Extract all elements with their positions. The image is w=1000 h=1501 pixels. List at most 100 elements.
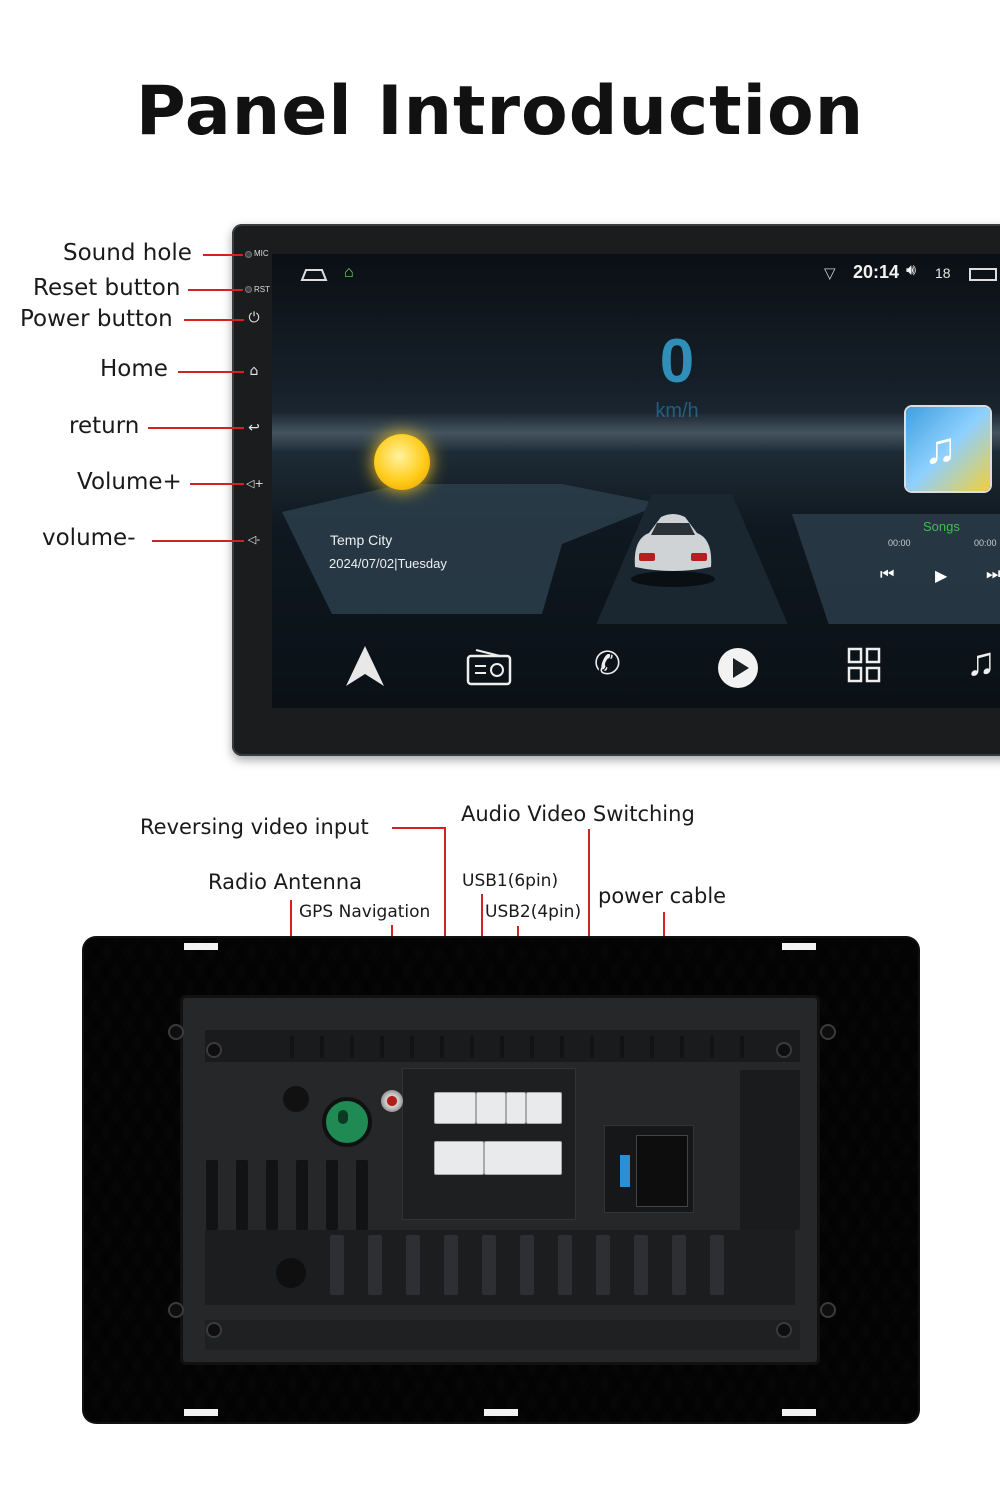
av-connector-left[interactable] bbox=[434, 1141, 484, 1175]
mount-screw bbox=[776, 1042, 792, 1058]
mount-screw bbox=[206, 1042, 222, 1058]
bottom-rail bbox=[205, 1320, 800, 1350]
mount-notch bbox=[184, 943, 218, 950]
home-icon[interactable]: ⌂ bbox=[249, 363, 259, 379]
music-elapsed: 00:00 bbox=[888, 538, 911, 548]
volume-down-icon[interactable]: ◁- bbox=[247, 533, 261, 546]
label-reversing-video-input: Reversing video input bbox=[140, 815, 369, 839]
vent-rib bbox=[440, 1036, 444, 1058]
vent-rib bbox=[500, 1036, 504, 1058]
play-pause-icon[interactable]: ▶ bbox=[935, 568, 948, 585]
touch-screen[interactable]: ⌂ ▽ 20:14 🔊︎ 18 0 km/h Temp City 2024/07… bbox=[272, 254, 1000, 708]
mic-label: MIC bbox=[254, 249, 269, 258]
label-audio-video-switching: Audio Video Switching bbox=[461, 802, 695, 826]
car-image bbox=[631, 514, 715, 587]
label-power-cable: power cable bbox=[598, 884, 727, 908]
vent-rib bbox=[710, 1036, 714, 1058]
wifi-icon: ▽ bbox=[824, 265, 836, 282]
vent-rib bbox=[380, 1036, 384, 1058]
vent-rib bbox=[560, 1036, 564, 1058]
label-power-button: Power button bbox=[20, 306, 173, 332]
usb2-connector[interactable] bbox=[506, 1092, 526, 1124]
return-icon[interactable]: ↩ bbox=[248, 420, 260, 436]
label-gps-navigation: GPS Navigation bbox=[299, 902, 431, 922]
mount-screw bbox=[820, 1302, 836, 1318]
reset-hole[interactable] bbox=[245, 286, 252, 293]
heatsink-fin bbox=[236, 1160, 248, 1230]
mount-screw bbox=[206, 1322, 222, 1338]
weekday: Tuesday bbox=[397, 556, 447, 571]
recent-apps-icon[interactable] bbox=[300, 266, 328, 284]
navigation-icon[interactable] bbox=[344, 644, 386, 688]
volume-up-icon[interactable]: ◁+ bbox=[246, 477, 264, 490]
label-volume-up: Volume+ bbox=[77, 469, 182, 495]
heatsink-fin bbox=[296, 1160, 308, 1230]
sun-weather-icon bbox=[374, 434, 430, 490]
vent-slot bbox=[520, 1235, 534, 1295]
vent-rib bbox=[530, 1036, 534, 1058]
reversing-video-connector[interactable] bbox=[434, 1092, 476, 1124]
audio-video-switching-connector[interactable] bbox=[484, 1141, 562, 1175]
vent-slot bbox=[634, 1235, 648, 1295]
vent-rib bbox=[620, 1036, 624, 1058]
power-cable-connector[interactable] bbox=[636, 1135, 688, 1207]
vent-slot bbox=[368, 1235, 382, 1295]
radio-icon[interactable] bbox=[466, 648, 512, 686]
mount-notch bbox=[484, 1409, 518, 1416]
page-title: Panel Introduction bbox=[135, 72, 865, 151]
label-sound-hole: Sound hole bbox=[63, 240, 192, 266]
vent-slot bbox=[558, 1235, 572, 1295]
music-title: Songs bbox=[923, 519, 960, 534]
heatsink-fin bbox=[266, 1160, 278, 1230]
rst-label: RST bbox=[254, 285, 270, 294]
callout-line bbox=[188, 289, 243, 291]
music-total: 00:00 bbox=[974, 538, 997, 548]
callout-line bbox=[178, 371, 244, 373]
vent-rib bbox=[650, 1036, 654, 1058]
date-line: 2024/07/02|Tuesday bbox=[329, 556, 447, 571]
usb1-connector[interactable] bbox=[476, 1092, 506, 1124]
callout-line bbox=[190, 483, 244, 485]
apps-icon[interactable] bbox=[846, 646, 882, 684]
music-album-art[interactable] bbox=[906, 407, 990, 491]
label-home: Home bbox=[100, 356, 168, 382]
label-usb2: USB2(4pin) bbox=[485, 902, 582, 922]
power-icon[interactable]: ⏻ bbox=[248, 310, 260, 326]
mount-notch bbox=[782, 1409, 816, 1416]
window-icon[interactable] bbox=[968, 266, 1000, 282]
4g-port-hole bbox=[276, 1258, 306, 1288]
weather-city: City bbox=[368, 532, 393, 548]
callout-line bbox=[184, 319, 244, 321]
right-fin-block bbox=[740, 1070, 800, 1230]
vent-rib bbox=[290, 1036, 294, 1058]
vent-slot bbox=[482, 1235, 496, 1295]
vent-slot bbox=[444, 1235, 458, 1295]
vent-rib bbox=[320, 1036, 324, 1058]
vent-rib bbox=[680, 1036, 684, 1058]
mount-screw bbox=[168, 1024, 184, 1040]
play-icon[interactable] bbox=[716, 646, 760, 690]
vent-slot bbox=[596, 1235, 610, 1295]
music-icon[interactable]: ♫ bbox=[966, 640, 996, 684]
vent-rib bbox=[410, 1036, 414, 1058]
label-reset-button: Reset button bbox=[33, 275, 181, 301]
previous-track-icon[interactable]: ⏮ bbox=[880, 566, 895, 583]
date: 2024/07/02 bbox=[329, 556, 395, 571]
speed-unit: km/h bbox=[655, 400, 699, 422]
volume-level: 18 bbox=[935, 265, 951, 281]
phone-icon[interactable]: ✆ bbox=[594, 645, 621, 681]
vent-slot bbox=[330, 1235, 344, 1295]
label-return: return bbox=[69, 413, 140, 439]
vent-slot bbox=[406, 1235, 420, 1295]
mount-screw bbox=[820, 1024, 836, 1040]
gps-port[interactable] bbox=[381, 1090, 403, 1112]
home-screen-icon[interactable]: ⌂ bbox=[344, 264, 354, 281]
aux-connector[interactable] bbox=[526, 1092, 562, 1124]
heatsink-fin bbox=[356, 1160, 368, 1230]
next-track-icon[interactable]: ⏭ bbox=[986, 566, 1000, 583]
mount-screw bbox=[168, 1302, 184, 1318]
weather-label: Temp City bbox=[330, 532, 392, 548]
vent-slot bbox=[710, 1235, 724, 1295]
weather-temp: Temp bbox=[330, 532, 365, 548]
music-note-icon: ♫ bbox=[924, 424, 957, 473]
